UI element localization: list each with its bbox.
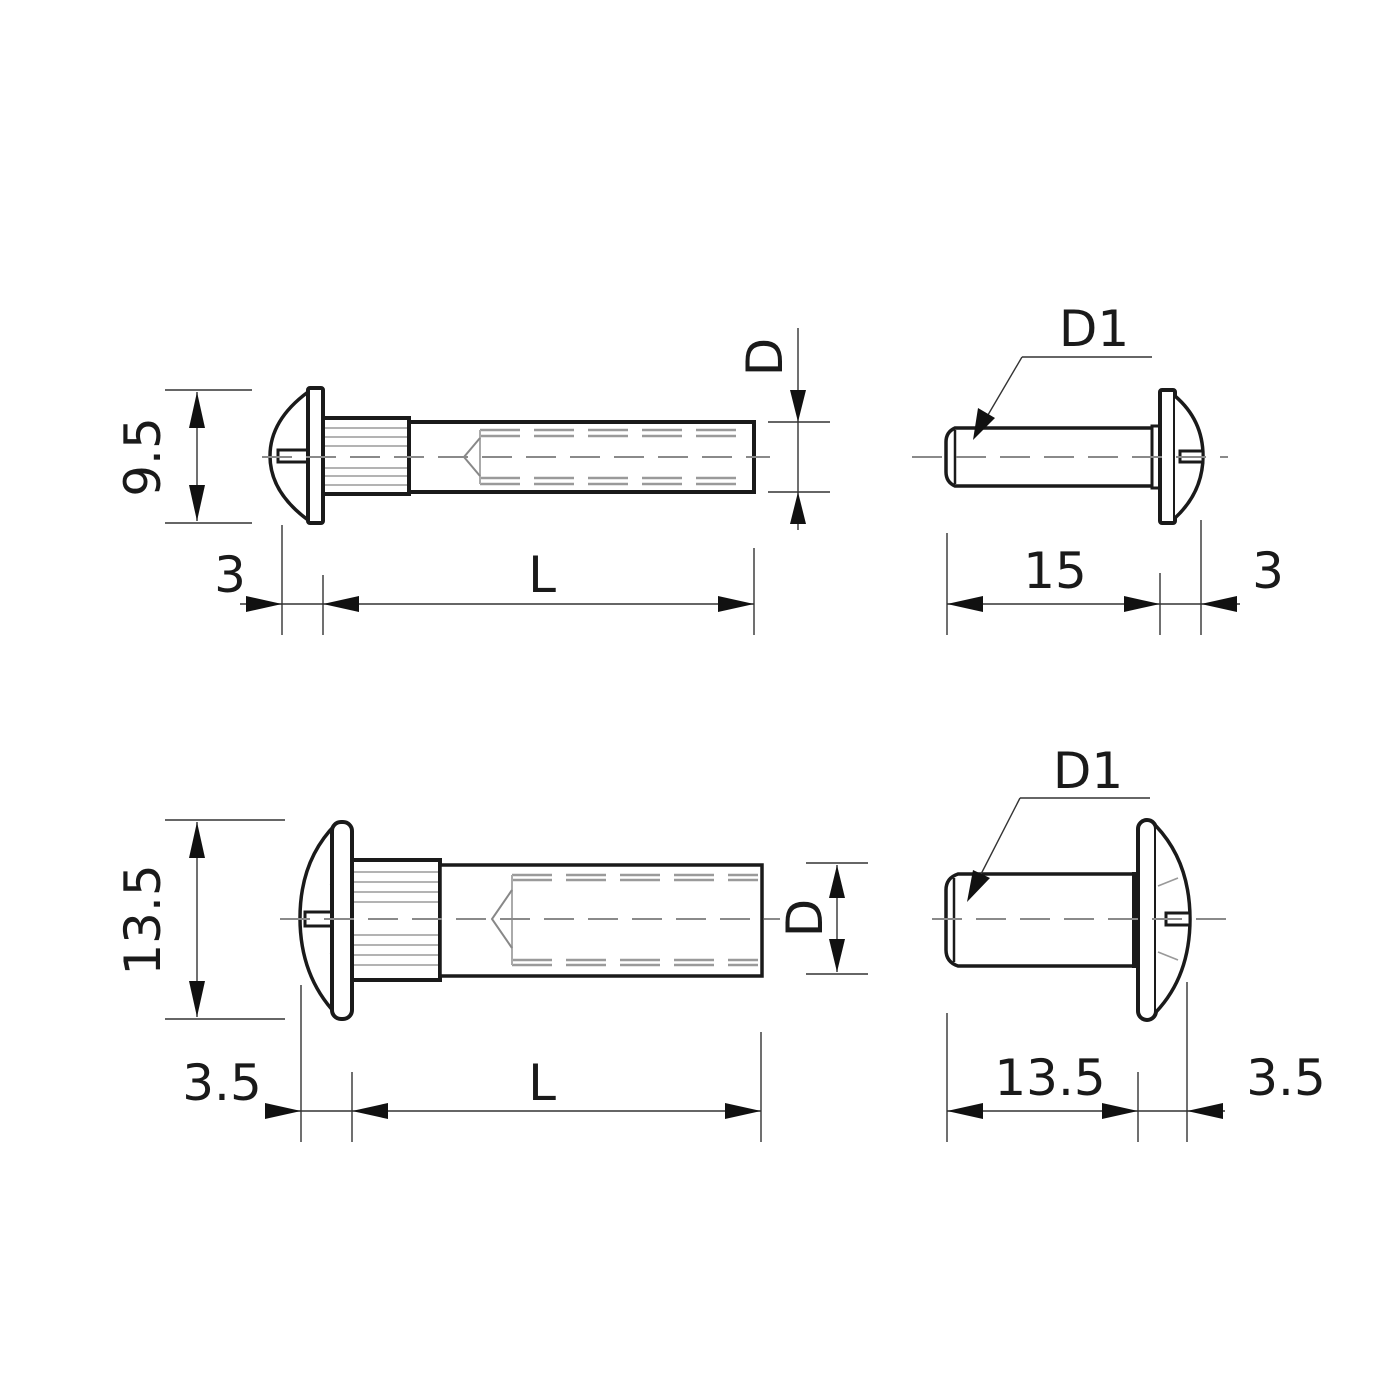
large-pin-diameter-label: D1 — [1053, 742, 1123, 800]
small-bolt-side-view: 9.5 3 L D — [114, 328, 830, 635]
small-pin-length-label: 15 — [1023, 542, 1087, 600]
small-head-height-label: 9.5 — [114, 417, 172, 497]
small-diameter-label: D — [736, 338, 794, 377]
large-bolt-end-view: D1 13.5 3.5 — [932, 742, 1326, 1142]
large-bolt-side-view: 13.5 3.5 L D — [114, 819, 868, 1142]
small-pin-diameter-label: D1 — [1059, 300, 1129, 358]
large-head-width-label: 3.5 — [182, 1054, 262, 1112]
small-head-width-label: 3 — [214, 546, 246, 604]
large-end-head-width-label: 3.5 — [1246, 1049, 1326, 1107]
large-diameter-label: D — [776, 899, 834, 938]
small-length-label: L — [528, 546, 556, 604]
small-bolt-end-view: D1 15 3 — [912, 300, 1284, 635]
large-pin-length-label: 13.5 — [994, 1049, 1105, 1107]
large-head-height-label: 13.5 — [114, 864, 172, 975]
small-end-head-width-label: 3 — [1252, 542, 1284, 600]
large-length-label: L — [528, 1054, 556, 1112]
